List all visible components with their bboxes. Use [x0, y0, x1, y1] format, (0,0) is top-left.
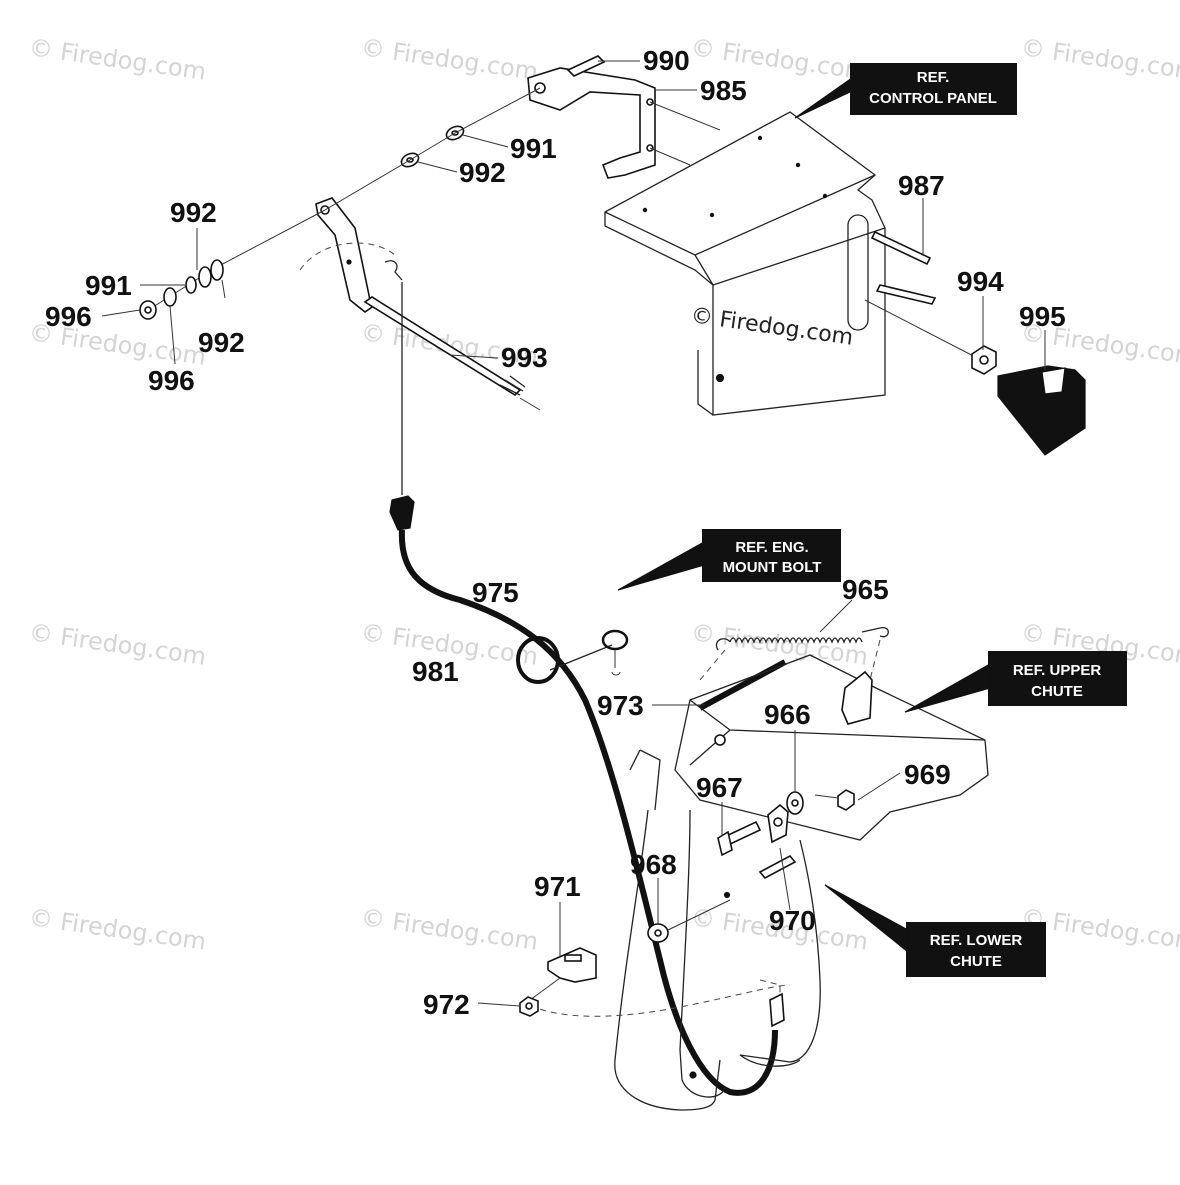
bracket-985 — [527, 67, 721, 179]
knob-995 — [997, 365, 1086, 456]
watermark-text: © Firedog.com — [1019, 33, 1180, 86]
ref-eng-mount-bolt-line2: MOUNT BOLT — [723, 559, 822, 576]
part-label-981: 981 — [412, 656, 459, 687]
hardware-966-972 — [519, 789, 855, 1028]
leader-lines — [101, 60, 1046, 1007]
watermark-text: © Firedog.com — [27, 618, 208, 671]
watermark-text: © Firedog.com — [27, 33, 208, 86]
part-label-985: 985 — [700, 75, 747, 106]
part-labels: 990 985 991 992 987 992 991 996 992 996 … — [45, 45, 1066, 1020]
ref-upper-chute-line2: CHUTE — [1031, 683, 1083, 700]
watermark-text: © Firedog.com — [359, 33, 540, 86]
ref-control-panel: REF. CONTROL PANEL — [794, 63, 1017, 119]
washers-left — [139, 209, 326, 320]
part-label-969: 969 — [904, 759, 951, 790]
part-label-965: 965 — [842, 574, 889, 605]
ref-eng-mount-bolt: REF. ENG. MOUNT BOLT — [617, 529, 841, 591]
part-label-992: 992 — [170, 197, 217, 228]
part-label-967: 967 — [696, 772, 743, 803]
part-label-996: 996 — [148, 365, 195, 396]
screw-990 — [566, 55, 606, 77]
part-label-971: 971 — [534, 871, 581, 902]
part-label-994: 994 — [957, 266, 1004, 297]
part-label-970: 970 — [769, 905, 816, 936]
part-label-992: 992 — [459, 157, 506, 188]
hardware-987-994 — [864, 230, 997, 375]
upper-chute-drawing — [674, 654, 989, 841]
part-label-975: 975 — [472, 577, 519, 608]
lower-chute-drawing — [529, 749, 821, 1111]
shift-lever-993 — [299, 197, 541, 411]
part-label-987: 987 — [898, 170, 945, 201]
center-watermark: © Firedog.com — [689, 303, 855, 351]
watermarks: © Firedog.com © Firedog.com © Firedog.co… — [27, 33, 1180, 956]
part-label-991: 991 — [85, 270, 132, 301]
part-label-966: 966 — [764, 699, 811, 730]
ref-eng-mount-bolt-line1: REF. ENG. — [735, 539, 808, 556]
washers-upper — [324, 87, 541, 211]
ref-upper-chute: REF. UPPER CHUTE — [904, 651, 1127, 713]
watermark-text: © Firedog.com — [27, 903, 208, 956]
part-label-973: 973 — [597, 690, 644, 721]
cable-975 — [389, 282, 778, 1096]
ref-control-panel-line2: CONTROL PANEL — [869, 90, 997, 107]
watermark-text: © Firedog.com — [359, 903, 540, 956]
ref-lower-chute-line1: REF. LOWER — [930, 932, 1023, 949]
part-label-996: 996 — [45, 301, 92, 332]
part-label-995: 995 — [1019, 301, 1066, 332]
part-label-991: 991 — [510, 133, 557, 164]
part-label-993: 993 — [501, 342, 548, 373]
part-label-990: 990 — [643, 45, 690, 76]
ref-control-panel-line1: REF. — [917, 69, 950, 86]
spring-965 — [699, 626, 889, 681]
part-label-992: 992 — [198, 327, 245, 358]
part-label-968: 968 — [630, 849, 677, 880]
ref-lower-chute-line2: CHUTE — [950, 953, 1002, 970]
control-panel-drawing — [604, 111, 886, 416]
ref-lower-chute: REF. LOWER CHUTE — [824, 884, 1046, 977]
ref-upper-chute-line1: REF. UPPER — [1013, 662, 1102, 679]
part-label-972: 972 — [423, 989, 470, 1020]
